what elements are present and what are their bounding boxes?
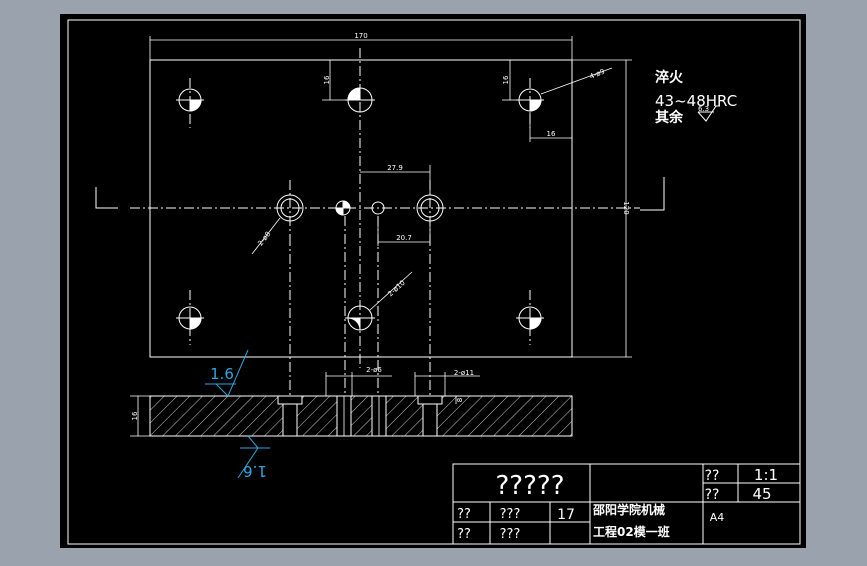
note-hardness: 43~48HRC (655, 92, 737, 110)
section-bore-left (282, 403, 298, 437)
section-mark-right (640, 177, 665, 211)
dim-section-16: 16 (131, 411, 139, 420)
note-quench: 淬火 (655, 69, 684, 86)
hole-corner-tl (176, 88, 204, 112)
roughness-value-rest: 6.3 (698, 105, 709, 113)
title-cell-a: ?? (457, 507, 471, 522)
hole-small-right (371, 201, 385, 215)
dim-height: 120 (622, 201, 630, 214)
title-cell-c: ?? (457, 527, 471, 542)
title-cell-2: ?? (705, 487, 720, 503)
dim-2-phi11: 2-ø11 (454, 369, 474, 377)
hole-corner-bl (176, 306, 204, 330)
drawing-number: 17 (557, 507, 575, 523)
drawing-scale: 1:1 (754, 466, 778, 484)
dim-20-7: 20.7 (396, 234, 412, 242)
roughness-top-value: 1.6 (210, 365, 234, 383)
plan-view (95, 48, 665, 400)
section-mark-left (95, 187, 118, 209)
dimensions-plan (149, 36, 632, 358)
dim-section-8: 8 (456, 398, 464, 402)
section-counterbore-right (417, 395, 443, 405)
hole-corner-tr (516, 88, 544, 112)
title-cell-b: ??? (500, 507, 521, 522)
drawing-qty: 45 (752, 485, 771, 503)
dim-2-phi6: 2-ø6 (366, 366, 382, 374)
dim-width: 170 (354, 32, 367, 40)
drawing-name: ????? (496, 471, 565, 501)
title-cell-d: ??? (500, 527, 521, 542)
section-view: 2-ø6 2-ø11 16 8 1.6 1.6 (130, 349, 573, 480)
roughness-top (205, 349, 249, 397)
dim-16-c: 16 (547, 130, 556, 138)
school-line-1: 邵阳学院机械 (592, 502, 665, 517)
school-line-2: 工程02模一班 (593, 524, 670, 539)
hole-center-top (345, 87, 375, 113)
hole-center-bottom (345, 305, 375, 331)
title-cell-1: ?? (705, 468, 720, 484)
drawing-border (67, 19, 801, 545)
drawing-area (60, 14, 806, 548)
roughness-bottom-value: 1.6 (243, 462, 267, 480)
section-plate (149, 395, 573, 437)
title-block (452, 463, 801, 545)
note-rest: 其余 (655, 109, 684, 126)
notes: 淬火 43~48HRC 其余 6.3 (655, 69, 737, 126)
dim-16-b: 16 (502, 75, 510, 84)
section-counterbore-left (277, 395, 303, 405)
paper-size: A4 (710, 511, 725, 524)
section-bore-right (422, 403, 438, 437)
hole-counterbore-left (276, 194, 304, 222)
roughness-symbol-rest (697, 105, 720, 122)
dim-16-a: 16 (323, 75, 331, 84)
roughness-bottom (237, 435, 270, 479)
hole-small-left (335, 200, 351, 216)
dim-27-9: 27.9 (387, 164, 403, 172)
hole-corner-br (516, 306, 544, 330)
